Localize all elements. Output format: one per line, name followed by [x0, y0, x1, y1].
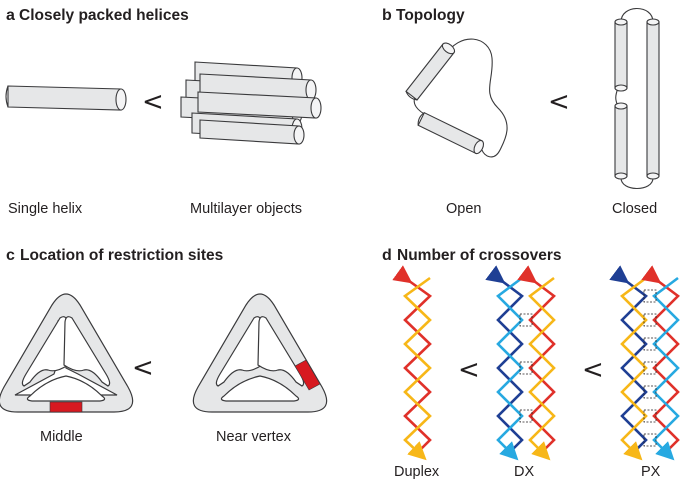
- panel-b-letter: b: [382, 7, 392, 24]
- panel-c-letter: c: [6, 247, 15, 264]
- duplex-helix: [392, 265, 433, 461]
- panel-a-comparator: <: [142, 87, 164, 117]
- panel-b: b Topology <: [382, 7, 660, 217]
- panel-d-comparator-2: <: [582, 355, 604, 385]
- panel-b-right-caption: Closed: [612, 201, 657, 217]
- panel-d: d Number of crossovers < <: [382, 247, 680, 480]
- panel-c-comparator: <: [132, 353, 154, 383]
- restriction-site-vertex: [294, 359, 321, 391]
- panel-d-title: Number of crossovers: [397, 247, 562, 264]
- panel-c-left-caption: Middle: [40, 429, 83, 445]
- panel-d-letter: d: [382, 247, 392, 264]
- panel-c: c Location of restriction sites < Middle…: [0, 247, 328, 445]
- dx-helix: [485, 265, 556, 461]
- multilayer-bundle: [180, 61, 322, 145]
- panel-a-left-caption: Single helix: [8, 201, 83, 217]
- panel-b-comparator: <: [548, 87, 570, 117]
- panel-b-left-caption: Open: [446, 201, 481, 217]
- panel-b-title: Topology: [396, 7, 465, 24]
- panel-c-title: Location of restriction sites: [20, 247, 223, 264]
- panel-a-letter: a: [6, 7, 15, 24]
- panel-a: a Closely packed helices <: [5, 7, 322, 217]
- panel-a-right-caption: Multilayer objects: [190, 201, 302, 217]
- px-helix: [609, 265, 680, 461]
- panel-d-caption-duplex: Duplex: [394, 464, 440, 480]
- closed-topology: [614, 8, 660, 190]
- restriction-site-middle: [49, 401, 83, 413]
- triangle-middle-site: [0, 293, 134, 413]
- panel-d-caption-px: PX: [641, 464, 661, 480]
- panel-d-comparator-1: <: [458, 355, 480, 385]
- panel-c-right-caption: Near vertex: [216, 429, 292, 445]
- panel-a-title: Closely packed helices: [19, 7, 189, 24]
- single-helix: [5, 85, 127, 111]
- panel-d-caption-dx: DX: [514, 464, 534, 480]
- triangle-vertex-site: [192, 293, 328, 413]
- open-topology: [405, 38, 508, 158]
